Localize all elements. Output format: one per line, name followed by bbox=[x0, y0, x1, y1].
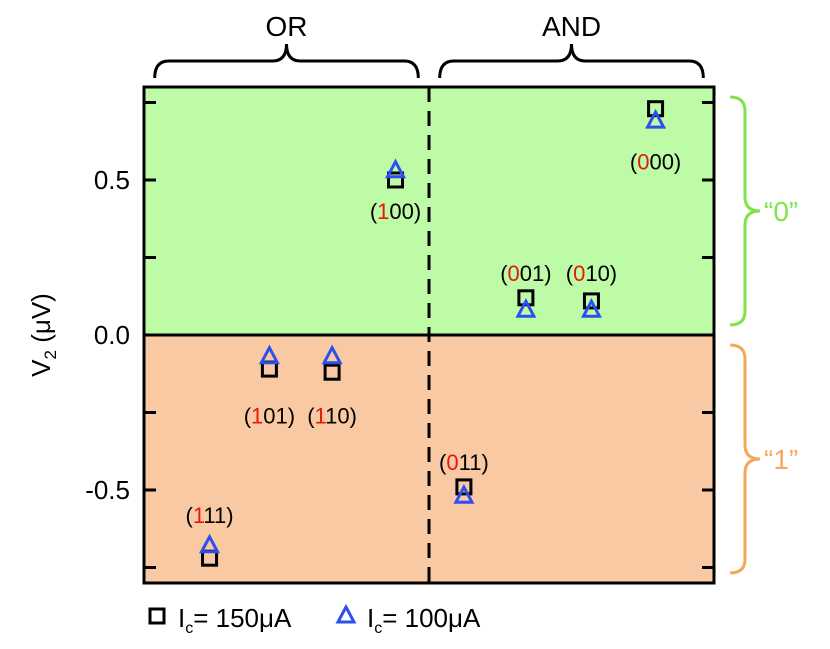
point-label-rest: 10) bbox=[585, 261, 617, 286]
triangle-marker bbox=[385, 158, 407, 179]
point-label: (000) bbox=[630, 149, 681, 174]
square-marker bbox=[517, 289, 535, 307]
point-label-input-a: 0 bbox=[573, 261, 585, 286]
group-brace-or bbox=[153, 43, 420, 79]
square-marker bbox=[387, 171, 405, 189]
legend-square-marker bbox=[148, 607, 166, 625]
point-label-input-a: 0 bbox=[508, 261, 520, 286]
point-label-rest: 11) bbox=[459, 450, 489, 475]
legend-label-sub: c bbox=[374, 620, 382, 637]
data-points bbox=[199, 100, 667, 567]
square-marker bbox=[647, 100, 665, 118]
y-axis-label-text: V2 (μV) bbox=[26, 293, 60, 377]
point-label-rest: 10) bbox=[325, 404, 357, 429]
point-label: (101) bbox=[244, 404, 295, 429]
point-label-input-a: 1 bbox=[315, 404, 327, 429]
state-brace-1 bbox=[729, 343, 761, 575]
point-label-open: ( bbox=[185, 503, 193, 528]
y-axis-label: V2 (μV) bbox=[26, 293, 60, 377]
square-marker bbox=[455, 478, 473, 496]
legend-label: Ic= 100μA bbox=[367, 603, 481, 637]
triangle-marker bbox=[199, 533, 221, 554]
group-brace-and bbox=[438, 43, 705, 79]
legend-label-sub: c bbox=[185, 620, 193, 637]
legend-label-main: I bbox=[178, 603, 185, 633]
point-label-open: ( bbox=[244, 404, 252, 429]
point-label-rest: 01) bbox=[263, 404, 295, 429]
state-brace-0 bbox=[729, 95, 761, 327]
legend-label-main: I bbox=[367, 603, 374, 633]
point-label-open: ( bbox=[307, 404, 315, 429]
legend-label: Ic= 150μA bbox=[178, 603, 292, 637]
point-label-open: ( bbox=[500, 261, 508, 286]
legend-label-rest: = 150μA bbox=[193, 603, 292, 633]
y-tick-label: 0.0 bbox=[94, 320, 130, 350]
y-tick-label: -0.5 bbox=[85, 475, 130, 505]
point-labels: (111)(101)(110)(100)(011)(001)(010)(000) bbox=[185, 149, 681, 527]
point-label-input-a: 1 bbox=[377, 199, 389, 224]
triangle-marker bbox=[321, 344, 343, 365]
group-label-and: AND bbox=[542, 11, 601, 42]
point-label: (100) bbox=[370, 199, 421, 224]
point-label-rest: 11) bbox=[203, 503, 233, 528]
axis-ticks: 0.5 0.0 -0.5 bbox=[85, 101, 714, 569]
state-brackets: “0” “1” bbox=[729, 95, 798, 575]
point-label-open: ( bbox=[630, 149, 638, 174]
square-marker bbox=[323, 363, 341, 381]
point-label: (011) bbox=[439, 450, 489, 475]
y-axis-label-main: V bbox=[26, 359, 56, 377]
gate-group-brackets: OR AND bbox=[153, 11, 705, 79]
triangle-marker bbox=[258, 344, 280, 365]
point-label-input-a: 0 bbox=[637, 149, 649, 174]
point-label-open: ( bbox=[439, 450, 447, 475]
y-axis-label-unit: (μV) bbox=[26, 293, 56, 350]
point-label-rest: 00) bbox=[389, 199, 421, 224]
point-label: (110) bbox=[307, 404, 357, 429]
y-tick-label: 0.5 bbox=[94, 165, 130, 195]
square-marker bbox=[582, 292, 600, 310]
point-label-open: ( bbox=[566, 261, 574, 286]
point-label-rest: 00) bbox=[649, 149, 681, 174]
point-label-input-a: 1 bbox=[251, 404, 263, 429]
triangle-marker bbox=[453, 484, 475, 504]
triangle-marker bbox=[580, 298, 602, 318]
triangle-marker bbox=[515, 298, 537, 318]
state-label-0: “0” bbox=[764, 196, 798, 227]
legend-triangle-marker bbox=[335, 603, 357, 624]
point-label: (111) bbox=[185, 503, 233, 528]
plot-frame bbox=[142, 85, 716, 585]
point-label: (010) bbox=[566, 261, 617, 286]
triangle-marker bbox=[645, 108, 667, 129]
state-label-1: “1” bbox=[764, 444, 798, 475]
point-label-open: ( bbox=[370, 199, 378, 224]
legend-label-rest: = 100μA bbox=[382, 603, 481, 633]
y-axis-label-sub: 2 bbox=[41, 350, 60, 359]
point-label-input-a: 1 bbox=[193, 503, 205, 528]
point-label-rest: 01) bbox=[520, 261, 552, 286]
group-label-or: OR bbox=[266, 11, 308, 42]
point-label-input-a: 0 bbox=[446, 450, 458, 475]
point-label: (001) bbox=[500, 261, 551, 286]
